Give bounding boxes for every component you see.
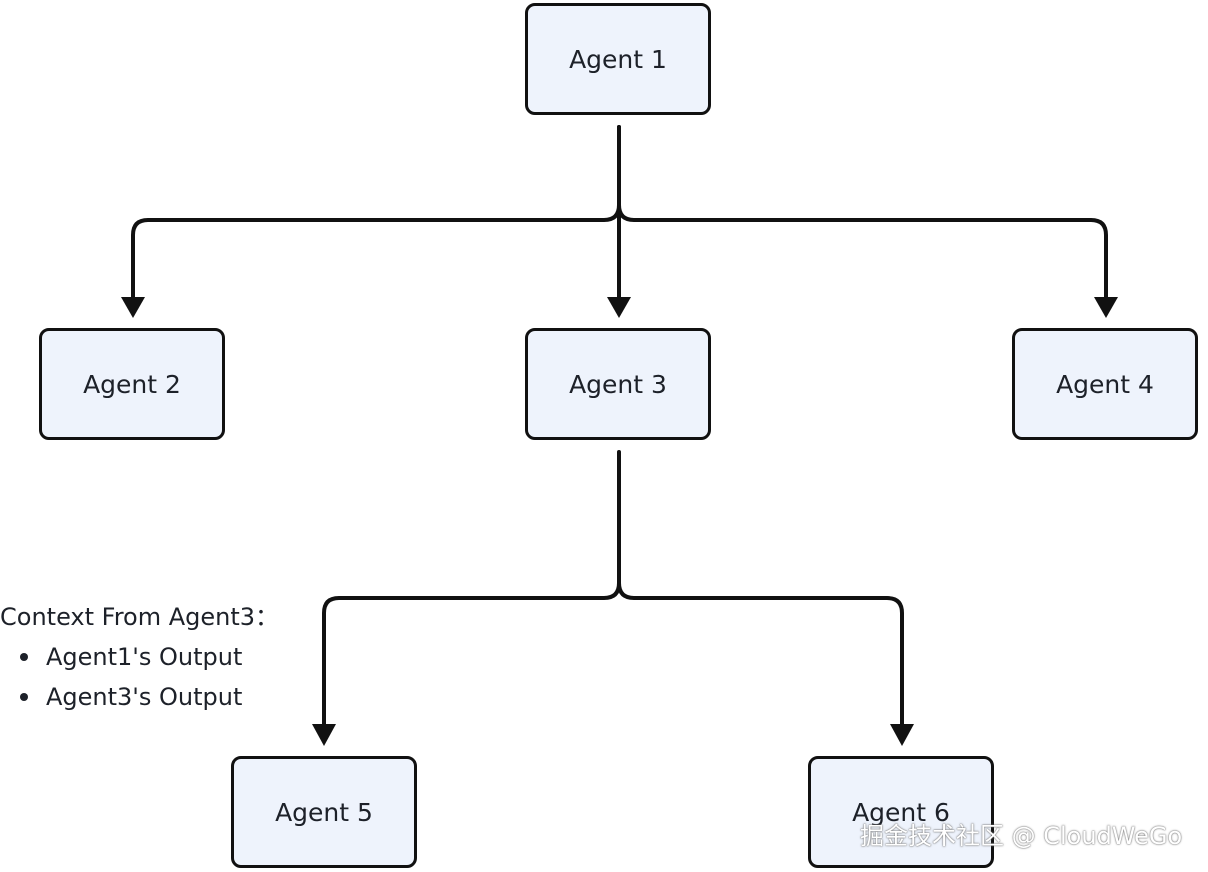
agent-2-label: Agent 2: [83, 369, 181, 399]
arrowhead-agent3: [607, 297, 631, 318]
context-note-title: Context From Agent3：: [0, 603, 280, 631]
agent-5-label: Agent 5: [275, 797, 373, 827]
agent-4-node: Agent 4: [1012, 328, 1198, 440]
agent-1-node: Agent 1: [525, 3, 711, 115]
agent-6-label: Agent 6: [852, 797, 950, 827]
connector-agent1-agent2: [131, 125, 621, 302]
agent-3-label: Agent 3: [569, 369, 667, 399]
connector-agent1-agent4: [617, 203, 1108, 302]
agent-2-node: Agent 2: [39, 328, 225, 440]
arrowhead-agent5: [312, 724, 336, 746]
agent-1-label: Agent 1: [569, 44, 667, 74]
agent-6-node: Agent 6: [808, 756, 994, 868]
agent-4-label: Agent 4: [1056, 369, 1154, 399]
context-note-item: Agent3's Output: [19, 677, 279, 717]
watermark: 掘金技术社区 @ CloudWeGo: [860, 822, 1183, 850]
arrowhead-agent2: [121, 297, 145, 318]
context-note-item: Agent1's Output: [19, 637, 279, 677]
arrowhead-agent6: [890, 724, 914, 746]
context-note: Context From Agent3： Agent1's Output Age…: [0, 597, 279, 717]
agent-3-node: Agent 3: [525, 328, 711, 440]
arrowhead-agent4: [1094, 297, 1118, 318]
context-note-list: Agent1's Output Agent3's Output: [0, 637, 279, 717]
connector-agent3-agent5: [322, 450, 621, 729]
connector-agent3-agent6: [617, 581, 904, 729]
agent-5-node: Agent 5: [231, 756, 417, 868]
